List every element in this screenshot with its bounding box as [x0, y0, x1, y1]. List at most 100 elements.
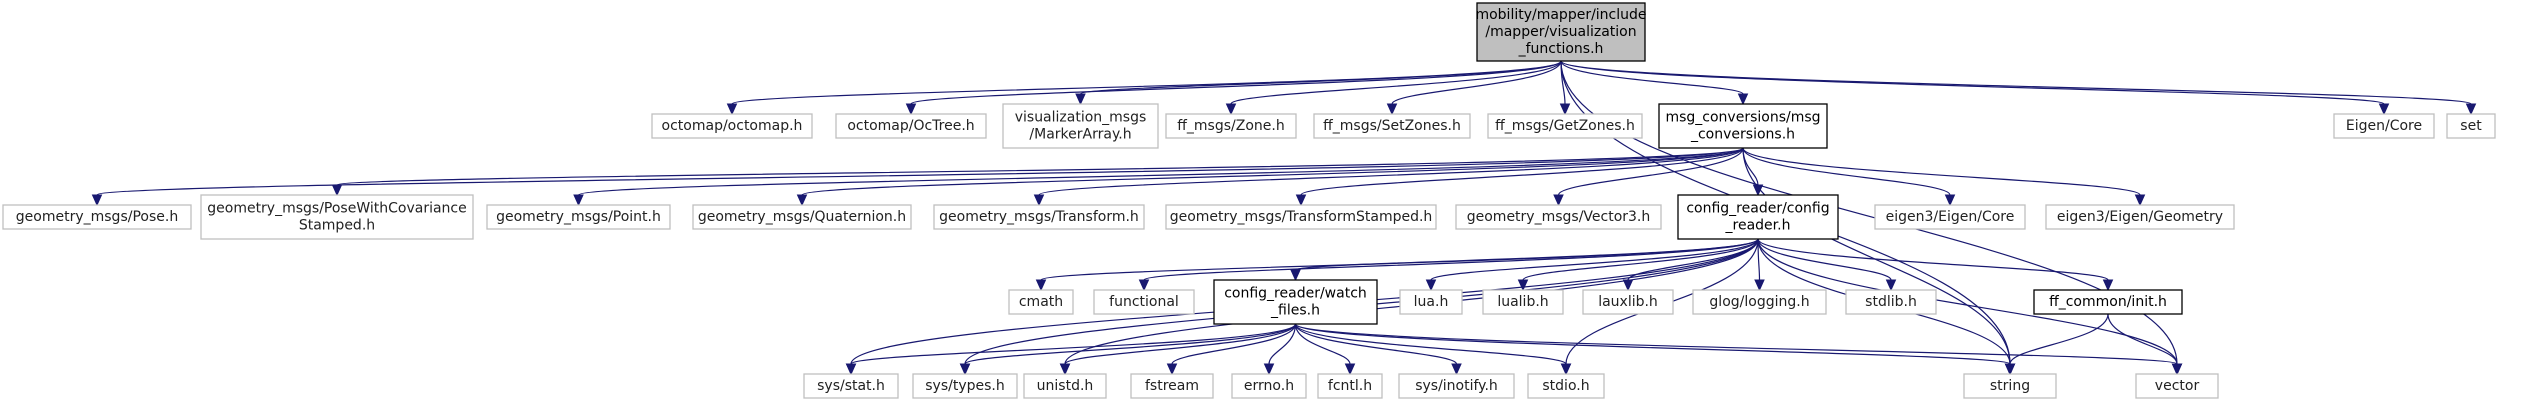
node-watch[interactable]: config_reader/watch_files.h — [1213, 279, 1378, 325]
edge-cfgreader-to-lauxlib — [1622, 238, 1759, 292]
node-box — [803, 373, 899, 399]
node-eigen3geom: eigen3/Eigen/Geometry — [2045, 204, 2235, 230]
node-root[interactable]: mobility/mapper/include/mapper/visualiza… — [1475, 2, 1647, 62]
edge-arrowhead — [2004, 363, 2016, 376]
node-label-line: lualib.h — [1497, 294, 1548, 310]
node-fcntl: fcntl.h — [1317, 373, 1383, 399]
edge-msgconv-to-vector3 — [1553, 147, 1744, 207]
node-label-line: vector — [2155, 378, 2200, 394]
node-label-line: Eigen/Core — [2346, 118, 2422, 134]
node-transtamped: geometry_msgs/TransformStamped.h — [1165, 204, 1437, 230]
node-label-line: string — [1990, 378, 2030, 394]
edge-watch-to-errno — [1263, 323, 1297, 376]
node-glog: glog/logging.h — [1692, 289, 1827, 315]
edge-arrowhead — [1451, 363, 1462, 376]
edge-msgconv-to-eigen3core — [1742, 147, 1956, 207]
node-label-line: octomap/OcTree.h — [847, 118, 974, 134]
edge-msgconv-to-point — [573, 147, 1744, 207]
node-box — [1476, 2, 1646, 62]
edge-msgconv-to-eigen3geom — [1742, 147, 2146, 207]
edge-watch-to-inotify — [1294, 323, 1462, 376]
edge-arrowhead — [1559, 103, 1571, 116]
edge-watch-to-vector — [1294, 323, 2183, 376]
node-label-line: geometry_msgs/Vector3.h — [1467, 209, 1651, 225]
node-label-line: /MarkerArray.h — [1029, 127, 1131, 143]
node-box — [1455, 204, 1662, 230]
node-label-line: fstream — [1145, 378, 1199, 394]
node-box — [1527, 373, 1605, 399]
edge-watch-to-systypes — [959, 323, 1297, 376]
node-box — [1482, 289, 1564, 315]
node-label-line: ff_msgs/SetZones.h — [1323, 118, 1461, 134]
node-box — [1658, 103, 1828, 149]
node-box — [1023, 373, 1107, 399]
edge-msgconv-to-posecov — [331, 147, 1744, 197]
node-octree: octomap/OcTree.h — [835, 113, 987, 139]
node-label-line: sys/inotify.h — [1415, 378, 1498, 394]
edge-arrowhead — [1059, 363, 1071, 376]
node-box — [1845, 289, 1937, 315]
edge-root-to-zone — [1225, 60, 1562, 116]
edge-watch-to-fstream — [1166, 323, 1297, 376]
node-box — [200, 194, 474, 240]
node-box — [2446, 113, 2496, 139]
node-label-line: cmath — [1019, 294, 1063, 310]
edge-ffinit-to-vector — [2107, 313, 2183, 376]
node-label-line: eigen3/Eigen/Core — [1886, 209, 2015, 225]
node-label-line: /mapper/visualization — [1485, 24, 1636, 40]
node-box — [651, 113, 813, 139]
node-ffinit[interactable]: ff_common/init.h — [2033, 289, 2183, 315]
edge-arrowhead — [726, 103, 738, 116]
node-label-line: ff_common/init.h — [2049, 294, 2167, 310]
node-zone: ff_msgs/Zone.h — [1165, 113, 1297, 139]
node-label-line: unistd.h — [1037, 378, 1094, 394]
edge-arrowhead — [796, 194, 808, 207]
node-label-line: ff_msgs/Zone.h — [1177, 118, 1284, 134]
node-lualib: lualib.h — [1482, 289, 1564, 315]
node-label-line: lua.h — [1414, 294, 1449, 310]
node-string: string — [1963, 373, 2057, 399]
node-label-line: config_reader/config — [1686, 201, 1829, 217]
edge-cfgreader-to-stdlib — [1757, 238, 1897, 292]
node-msgconv[interactable]: msg_conversions/msg_conversions.h — [1658, 103, 1828, 149]
node-set: set — [2446, 113, 2496, 139]
edge-ffinit-to-string — [2004, 313, 2109, 376]
node-label-line: visualization_msgs — [1015, 110, 1147, 126]
node-label-line: stdio.h — [1542, 378, 1589, 394]
node-stdio: stdio.h — [1527, 373, 1605, 399]
edge-msgconv-to-quat — [796, 147, 1744, 207]
node-vector3: geometry_msgs/Vector3.h — [1455, 204, 1662, 230]
node-label-line: sys/stat.h — [817, 378, 885, 394]
node-cfgreader[interactable]: config_reader/config_reader.h — [1677, 194, 1839, 240]
node-cmath: cmath — [1008, 289, 1074, 315]
edge-arrowhead — [1386, 103, 1398, 116]
edge-arrowhead — [1035, 279, 1047, 292]
edge-arrowhead — [331, 184, 343, 197]
edge-arrowhead — [1033, 194, 1045, 207]
node-lua: lua.h — [1399, 289, 1463, 315]
node-systypes: sys/types.h — [912, 373, 1018, 399]
node-label-line: errno.h — [1244, 378, 1294, 394]
node-box — [1313, 113, 1471, 139]
edge-arrowhead — [1138, 279, 1150, 292]
node-box — [2045, 204, 2235, 230]
edge-arrowhead — [1517, 279, 1529, 292]
edge-watch-to-unistd — [1059, 323, 1297, 376]
node-stdlib: stdlib.h — [1845, 289, 1937, 315]
edge-arrowhead — [2134, 194, 2146, 207]
edge-arrowhead — [1263, 363, 1275, 376]
edge-arrowhead — [2465, 103, 2477, 116]
edge-root-to-octree — [905, 60, 1562, 116]
node-label-line: geometry_msgs/Quaternion.h — [698, 209, 906, 225]
edge-arrowhead — [1885, 279, 1897, 292]
edge-root-to-marker — [1075, 60, 1562, 106]
node-box — [1963, 373, 2057, 399]
node-pose: geometry_msgs/Pose.h — [2, 204, 192, 230]
node-label-line: lauxlib.h — [1598, 294, 1658, 310]
node-label-line: _reader.h — [1725, 218, 1791, 234]
node-label-line: config_reader/watch — [1224, 286, 1367, 302]
node-label-line: msg_conversions/msg — [1665, 110, 1820, 126]
node-label-line: geometry_msgs/Pose.h — [16, 209, 178, 225]
node-box — [1487, 113, 1643, 139]
